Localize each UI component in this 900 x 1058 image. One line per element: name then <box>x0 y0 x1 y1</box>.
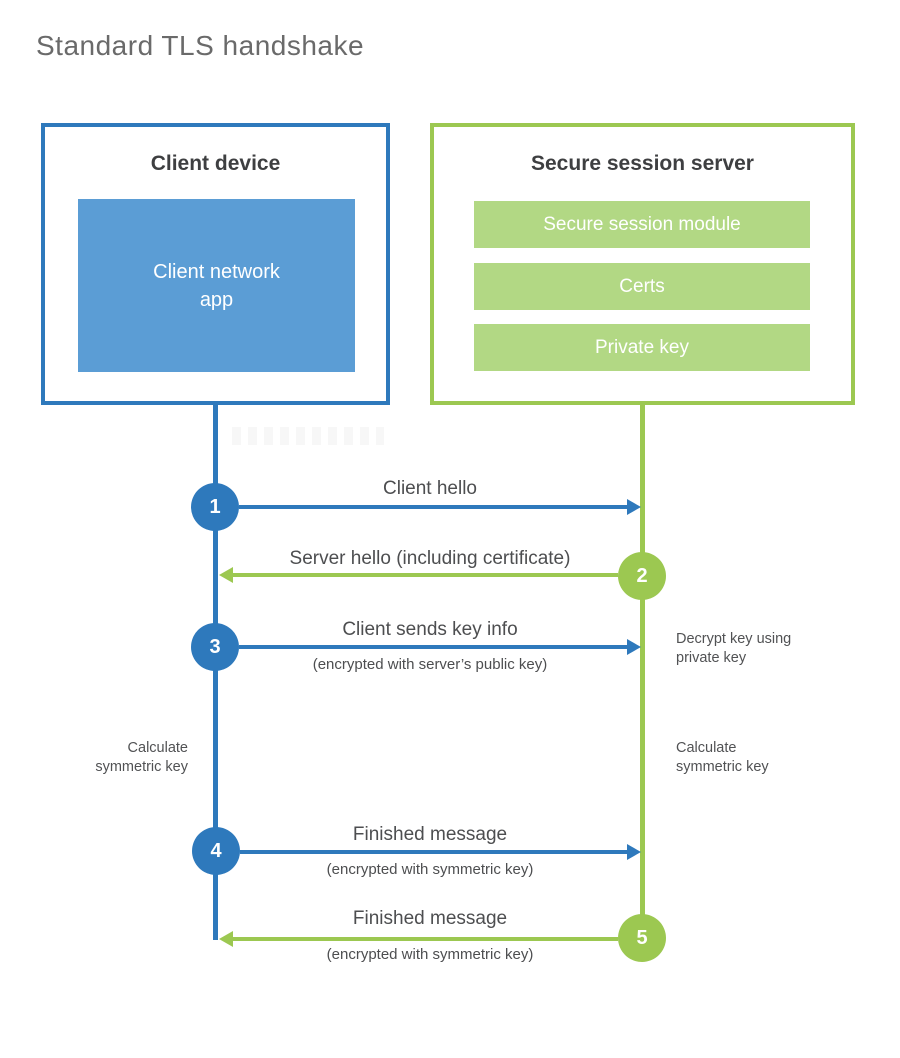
message-sub-finished-server: (encrypted with symmetric key) <box>326 946 534 963</box>
step-badge-4: 4 <box>192 827 240 875</box>
step-badge-1: 1 <box>191 483 239 531</box>
client-lifeline <box>213 405 218 940</box>
message-label-server-hello: Server hello (including certificate) <box>289 548 571 569</box>
server-heading: Secure session server <box>531 152 754 175</box>
server-module-private-key: Private key <box>474 324 810 371</box>
arrow-client-hello <box>239 499 641 515</box>
step-badge-2: 2 <box>618 552 666 600</box>
client-device-box: Client device Client network app <box>41 123 390 405</box>
secure-session-server-box: Secure session server Secure session mod… <box>430 123 855 405</box>
page-title: Standard TLS handshake <box>36 30 365 61</box>
note-calculate-symmetric-key-client: Calculate symmetric key <box>95 740 188 775</box>
client-network-app-box: Client network app <box>78 199 355 372</box>
arrow-finished-client <box>240 844 641 860</box>
message-label-finished-client: Finished message <box>352 824 508 845</box>
note-calculate-symmetric-key-server: Calculate symmetric key <box>676 740 769 775</box>
message-label-client-hello: Client hello <box>383 478 477 499</box>
client-device-heading: Client device <box>150 152 281 175</box>
server-module-certs: Certs <box>474 263 810 310</box>
arrow-finished-server <box>219 931 618 947</box>
arrow-key-info <box>239 639 641 655</box>
step-badge-3: 3 <box>191 623 239 671</box>
server-lifeline <box>640 405 645 938</box>
message-sub-finished-client: (encrypted with symmetric key) <box>326 861 534 878</box>
server-module-secure-session: Secure session module <box>474 201 810 248</box>
message-label-finished-server: Finished message <box>352 908 508 929</box>
faint-dotted-artifact <box>232 427 384 445</box>
message-label-key-info: Client sends key info <box>342 619 518 640</box>
message-sub-key-info: (encrypted with server’s public key) <box>312 656 548 673</box>
step-badge-5: 5 <box>618 914 666 962</box>
note-decrypt-key: Decrypt key using private key <box>676 631 792 666</box>
arrow-server-hello <box>219 567 618 583</box>
